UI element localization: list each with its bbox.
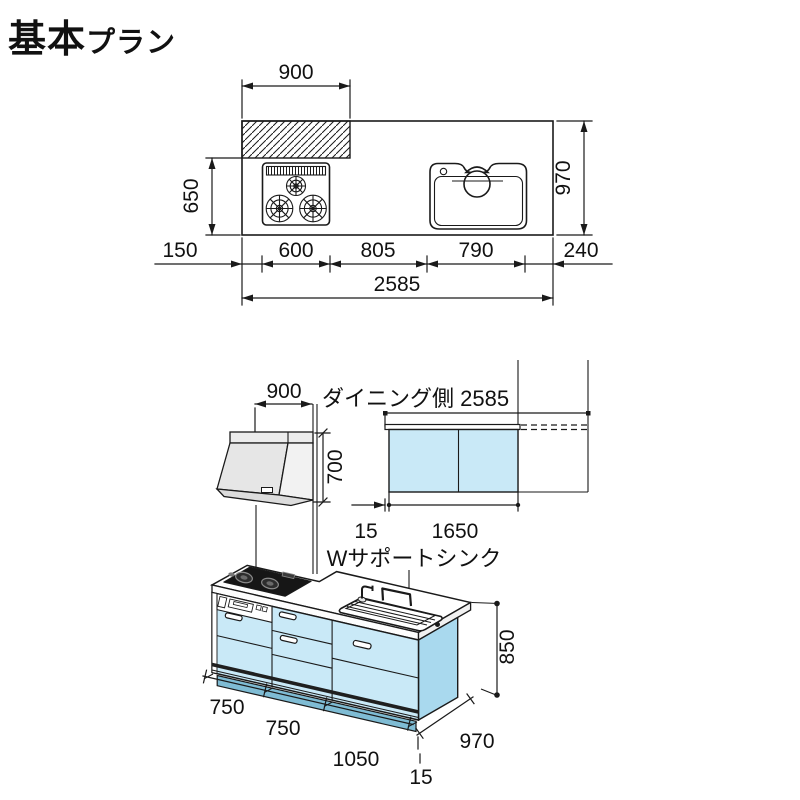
dim-790: 790 bbox=[458, 239, 493, 262]
label-dining-side: ダイニング側 2585 bbox=[322, 386, 509, 411]
plan-cooktop bbox=[261, 162, 331, 226]
iso-front-face bbox=[211, 591, 420, 721]
drawer-handle bbox=[224, 612, 243, 622]
iso-cooktop bbox=[223, 566, 312, 597]
iso-dim-front: 750 750 1050 bbox=[202, 669, 418, 771]
dim-1650: 1650 bbox=[432, 520, 479, 543]
elev-dim-hood-height: 700 bbox=[312, 428, 347, 507]
dim-900-top: 900 bbox=[278, 61, 313, 84]
iso-dim-height: 850 bbox=[471, 600, 519, 698]
plan-view: 900 650 970 bbox=[154, 61, 613, 306]
dim-750-a: 750 bbox=[209, 696, 244, 719]
plan-counter bbox=[241, 120, 554, 236]
drawer-handle bbox=[279, 634, 298, 644]
dim-1050: 1050 bbox=[333, 748, 380, 771]
hood-area-hatch bbox=[241, 120, 351, 159]
dim-150: 150 bbox=[162, 239, 197, 262]
dim-900-hood: 900 bbox=[266, 380, 301, 403]
dim-805: 805 bbox=[360, 239, 395, 262]
dim-15-elev: 15 bbox=[354, 520, 377, 543]
plan-dim-top: 900 bbox=[241, 61, 351, 119]
iso-dim-gap: 15 bbox=[409, 736, 433, 789]
dim-15-iso: 15 bbox=[409, 766, 432, 789]
dim-750-b: 750 bbox=[265, 717, 300, 740]
dim-700: 700 bbox=[324, 449, 347, 484]
plan-dim-total: 2585 bbox=[241, 273, 554, 302]
dim-240: 240 bbox=[563, 239, 598, 262]
iso-counter-right-edge bbox=[417, 601, 472, 642]
iso-view: Wサポートシンク bbox=[202, 546, 519, 789]
range-hood bbox=[215, 431, 314, 507]
page-title-sub: プラン bbox=[86, 27, 177, 59]
plan-sink bbox=[429, 162, 528, 230]
iso-toe-kick bbox=[216, 674, 417, 733]
wall-cabinet-extension-dashed bbox=[521, 424, 587, 431]
iso-sink bbox=[338, 585, 443, 632]
plan-dim-left: 650 bbox=[180, 157, 243, 236]
elev-dim-hood-width: 900 bbox=[254, 380, 313, 432]
dim-970-right: 970 bbox=[552, 160, 575, 195]
elevation-view: 900 bbox=[215, 360, 591, 574]
page-title: 基本プラン bbox=[8, 8, 176, 63]
plan-dim-right: 970 bbox=[552, 120, 593, 236]
dim-2585-plan: 2585 bbox=[374, 273, 421, 296]
drawer-handle bbox=[278, 611, 297, 621]
dim-850: 850 bbox=[496, 629, 519, 664]
drawer-handle bbox=[352, 639, 372, 650]
elev-dim-bottom: 15 1650 bbox=[351, 491, 521, 543]
wall-cabinet bbox=[384, 423, 588, 493]
plan-dim-bottom-row: 150 600 805 790 240 bbox=[154, 237, 613, 306]
dim-600: 600 bbox=[278, 239, 313, 262]
iso-dim-depth: 970 bbox=[415, 688, 498, 753]
label-w-support-sink: Wサポートシンク bbox=[327, 546, 502, 571]
dim-650-left: 650 bbox=[180, 178, 203, 213]
dim-970-iso: 970 bbox=[459, 730, 494, 753]
page-title-main: 基本 bbox=[8, 19, 87, 61]
